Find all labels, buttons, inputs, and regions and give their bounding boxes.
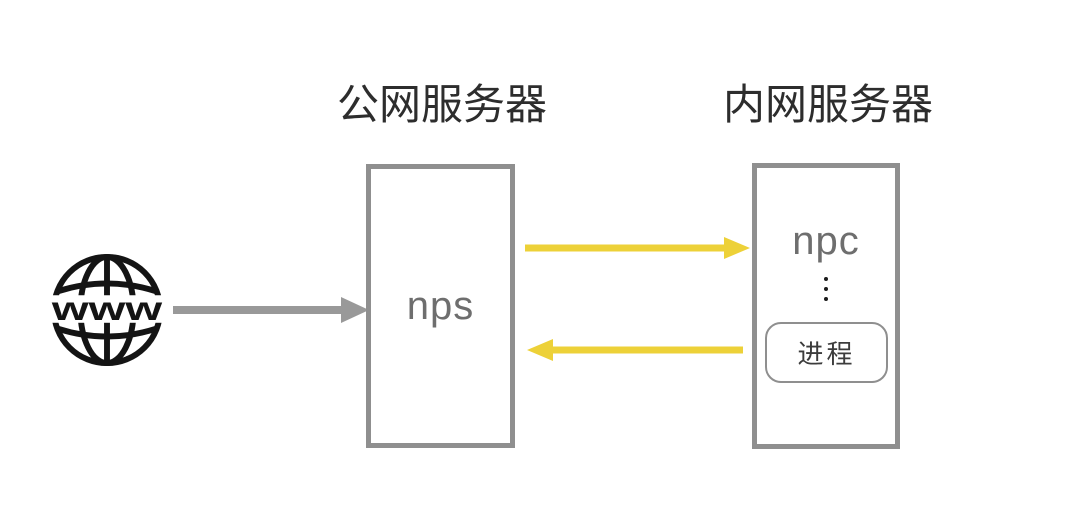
www-label: www [51, 291, 164, 328]
nps-server-box: nps [366, 164, 515, 448]
process-node: 进程 [765, 322, 888, 383]
public-server-title: 公网服务器 [336, 81, 547, 128]
internet-to-nps-arrow [173, 297, 369, 323]
npc-to-nps-arrow [527, 339, 743, 361]
vertical-ellipsis-icon [757, 277, 895, 301]
nps-label: nps [406, 283, 475, 328]
ellipsis-dot [824, 297, 828, 301]
ellipsis-dot [824, 287, 828, 291]
nps-to-npc-arrow [525, 237, 750, 259]
www-globe-icon: www [48, 253, 166, 367]
private-server-title: 内网服务器 [722, 81, 933, 128]
npc-server-box: npc 进程 [752, 163, 900, 449]
ellipsis-dot [824, 277, 828, 281]
npc-label: npc [792, 219, 860, 263]
process-label: 进程 [797, 339, 856, 369]
